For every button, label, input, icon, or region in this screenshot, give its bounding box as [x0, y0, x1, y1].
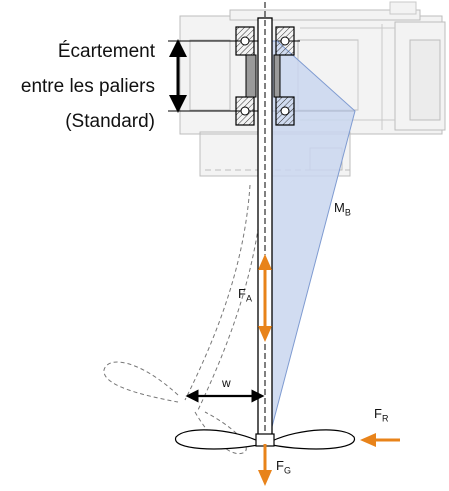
offset-w-label: w [222, 376, 231, 390]
housing-left-block [189, 39, 231, 111]
housing-details [300, 1, 417, 130]
weight-force-label: FG [276, 458, 291, 476]
caption-line-1: Écartement [57, 41, 155, 62]
axial-force-arrow [258, 254, 272, 342]
caption-line-3: (Standard) [65, 111, 155, 132]
upper-bearing-left [235, 26, 255, 56]
radial-force-arrow [360, 433, 400, 447]
impeller [175, 429, 355, 450]
upper-bearing-right [275, 26, 295, 56]
deflected-shaft-ghost [103, 184, 264, 455]
moment-label: MB [334, 200, 351, 218]
bearing-spacer-right [273, 54, 281, 98]
weight-force-arrow [258, 444, 272, 486]
lower-bearing-right [275, 96, 295, 126]
housing-ribs [409, 39, 441, 121]
radial-force-label: FR [374, 406, 389, 424]
housing-top-flange [229, 9, 421, 21]
impeller-blade-right [271, 429, 355, 450]
bearing-spacer-left [245, 54, 257, 98]
impeller-blade-left [175, 429, 259, 450]
caption-line-2: entre les paliers [20, 76, 155, 97]
axial-force-label: FA [238, 286, 252, 304]
lower-bearing-left [235, 96, 255, 126]
